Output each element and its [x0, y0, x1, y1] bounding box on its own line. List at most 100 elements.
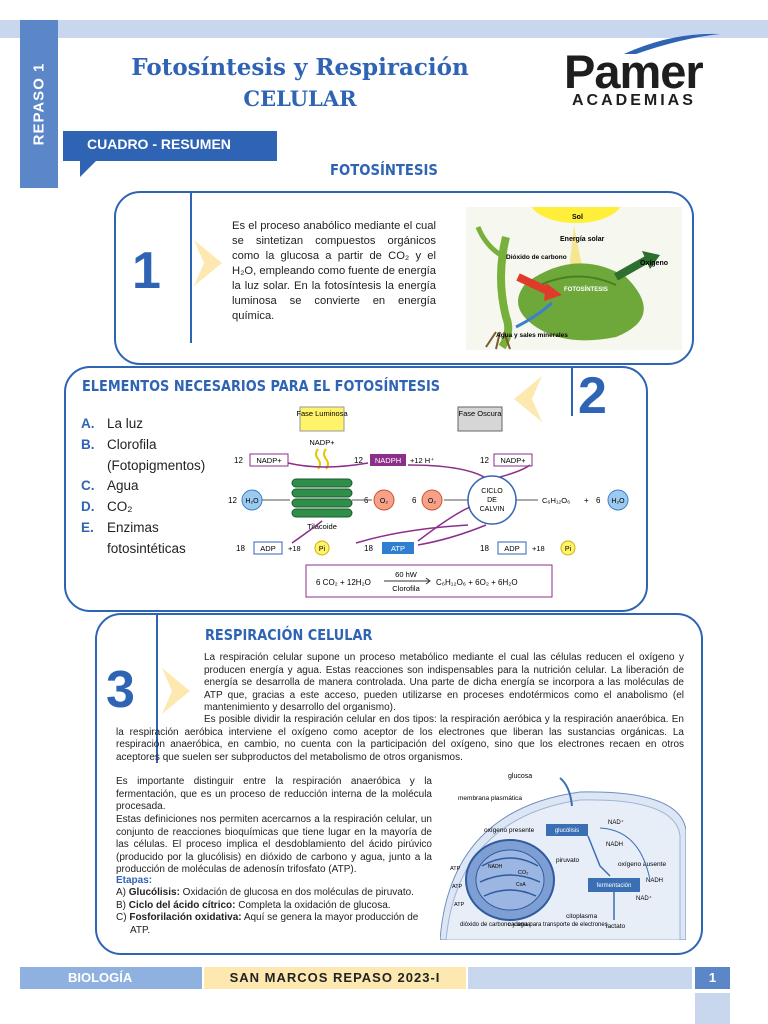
fase-oscura-box	[457, 406, 503, 432]
section-3-divider	[156, 615, 158, 763]
nadh-label: NADH	[606, 842, 623, 848]
list-item: A) Glucólisis: Oxidación de glucosa en d…	[116, 887, 414, 898]
equation-top: 60 hW	[395, 570, 418, 579]
h2o-circle-2	[607, 489, 629, 511]
list-item: D.CO₂	[81, 499, 133, 515]
o2-label-1: O₂	[380, 498, 388, 505]
pi-label-2: Pi	[565, 546, 572, 553]
oxigeno-ausente-label: oxígeno ausente	[618, 861, 666, 868]
coa-label: CoA	[516, 882, 526, 888]
adp-box-2	[497, 541, 527, 555]
nadp-top-label: NADP+	[309, 438, 335, 447]
banner-tail	[80, 161, 96, 177]
label-fotosintesis: FOTOSÍNTESIS	[564, 285, 608, 293]
nadp-box-1	[249, 453, 289, 467]
logo-subtitle: ACADEMIAS	[572, 92, 696, 109]
oxigeno-presente-label: oxígeno presente	[484, 827, 535, 834]
ciclo-label: CICLO	[481, 488, 503, 495]
light-rays-icon	[315, 448, 329, 470]
o2-circle-2	[421, 489, 443, 511]
fase-oscura-label: Fase Oscura	[459, 409, 503, 418]
elements-list: A.La luz B.Clorofila (Fotopigmentos) C.A…	[81, 414, 205, 560]
list-item: C) Fosforilación oxidativa: Aquí se gene…	[116, 912, 419, 936]
label-sol: Sol	[572, 214, 583, 221]
num-12-b: 12	[354, 456, 363, 465]
title-line-2: celular	[243, 86, 357, 111]
thylakoid-stack	[291, 478, 353, 518]
chevron-icon	[514, 376, 542, 422]
h-plus-label: +12 H⁺	[410, 456, 434, 465]
list-item: fotosintéticas	[107, 540, 186, 556]
fermentacion-label: fermentación	[597, 883, 632, 889]
adp-label-1: ADP	[260, 544, 275, 553]
fase-luminosa-box	[299, 406, 345, 432]
num-12-d: 12	[228, 496, 237, 505]
lactato-label: lactato	[606, 923, 626, 930]
list-item: B) Ciclo del ácido cítrico: Completa la …	[116, 899, 391, 911]
footer-subject-bar: BIOLOGÍA	[20, 967, 202, 989]
section-1-text: Es el proceso anabólico mediante el cual…	[232, 220, 436, 322]
label-dioxido: Dióxido de carbono	[506, 254, 567, 261]
equation-left: 6 CO₂ + 12H₂O	[316, 578, 371, 587]
nadph-box	[370, 454, 406, 466]
label-energia: Energía solar	[560, 236, 605, 243]
num-12-a: 12	[234, 456, 243, 465]
num-18-b: 18	[364, 544, 373, 553]
glucosa-label: glucosa	[508, 773, 532, 780]
num-18-c: 18	[480, 544, 489, 553]
adp-box-1	[253, 541, 283, 555]
pamer-logo: Pamer ACADEMIAS	[562, 30, 752, 112]
cellular-respiration-diagram: glucosa membrana plasmática oxígeno pres…	[440, 773, 686, 940]
top-strip	[0, 20, 768, 38]
list-item: A.La luz	[81, 416, 144, 431]
equation-right: C₆H₁₂O₆ + 6O₂ + 6H₂O	[436, 578, 518, 587]
nadph-label: NADPH	[375, 456, 401, 465]
etapas-list: A) Glucólisis: Oxidación de glucosa en d…	[116, 887, 436, 937]
membrana-label: membrana plasmática	[458, 795, 522, 802]
mitochondrion	[465, 839, 555, 921]
list-item: C.Agua	[81, 478, 139, 494]
nad-label-2: NAD⁺	[636, 895, 652, 902]
de-label: DE	[487, 497, 497, 504]
nadp-label-1: NADP+	[256, 456, 282, 465]
list-item: B.Clorofila	[81, 436, 157, 452]
section-2-title: ELEMENTOS NECESARIOS PARA EL FOTOSÍNTESI…	[82, 377, 441, 395]
glucolisis-box	[546, 824, 588, 836]
atp-label: ATP	[391, 544, 405, 553]
list-item: (Fotopigmentos)	[107, 457, 206, 473]
nadh-label-2: NADH	[646, 878, 663, 884]
fermentacion-box	[588, 878, 640, 892]
side-tab: REPASO 1	[20, 20, 58, 188]
dioxido-label: dióxido de carbono y agua	[460, 922, 531, 928]
chevron-icon	[162, 668, 190, 714]
piruvato-label: piruvato	[556, 857, 580, 864]
respiracion-paragraph-2: Es posible dividir la respiración celula…	[116, 714, 684, 763]
nadp-box-2	[493, 453, 533, 467]
co2-label: CO₂	[518, 870, 528, 876]
num-6-b: 6	[412, 496, 417, 505]
atp-label-2: ATP	[452, 884, 463, 890]
atp-label-1: ATP	[450, 866, 461, 872]
plant-illustration: Sol Energía solar Dióxido de carbono Oxí…	[466, 207, 682, 350]
adp-label-2: ADP	[504, 544, 519, 553]
pi-circle-2	[560, 540, 576, 556]
section-3-number: 3	[106, 661, 135, 719]
plus-sign: +	[584, 496, 589, 505]
photosynthesis-image: Sol Energía solar Dióxido de carbono Oxí…	[466, 207, 682, 350]
cadena-label: cadena para transporte de electrones	[508, 922, 608, 928]
etapas-heading: Etapas:	[116, 875, 153, 886]
tilacoide-label: Tilacoide	[307, 522, 337, 531]
page-strip	[695, 993, 730, 1024]
glucose-label: C₆H₁₂O₆	[542, 496, 570, 505]
respiracion-paragraph-1: La respiración celular supone un proceso…	[204, 652, 684, 713]
label-agua: Agua y sales minerales	[496, 332, 568, 339]
plus18-b: +18	[532, 544, 545, 553]
section-2-number: 2	[578, 367, 607, 425]
cuadro-resumen-banner: CUADRO - RESUMEN	[63, 131, 277, 161]
nadp-label-2: NADP+	[500, 456, 526, 465]
atp-label-3: ATP	[454, 902, 465, 908]
plus18-a: +18	[288, 544, 301, 553]
h2o-label-2: H₂O	[611, 498, 625, 505]
photosynthesis-phases-diagram: Fase Luminosa Fase Oscura NADP+ 12 NADP+…	[228, 406, 629, 598]
section-3-title: RESPIRACIÓN CELULAR	[205, 626, 373, 644]
